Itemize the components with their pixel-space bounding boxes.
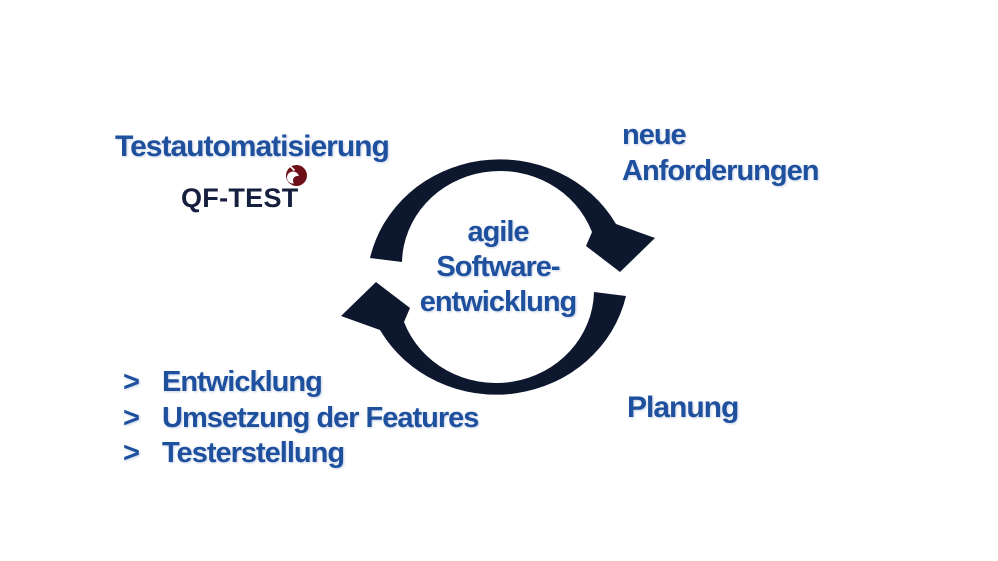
list-item: > Umsetzung der Features (123, 401, 479, 438)
logo-mark-notch (289, 165, 296, 172)
qf-test-logo: QF-TEST (181, 162, 311, 213)
new-requirements-line1: neue (622, 119, 687, 151)
center-line3: entwicklung (419, 286, 578, 318)
list-item-label: Testerstellung (162, 437, 345, 469)
planung-label: Planung (627, 391, 739, 424)
cycle-arrow-bottom (341, 282, 626, 395)
list-bullet: > (123, 366, 140, 398)
qf-test-logo-text: QF-TEST (181, 183, 299, 213)
testautomatisierung-label: Testautomatisierung (115, 130, 390, 163)
cycle-arrow-top (370, 159, 655, 272)
list-item: > Testerstellung (123, 437, 478, 473)
new-requirements-label: neue Anforderungen (622, 117, 819, 189)
list-item-label: Umsetzung der Features (162, 401, 479, 434)
list-bullet: > (123, 437, 140, 469)
center-line1: agile (467, 216, 529, 248)
logo-mark-swirl-red (292, 175, 303, 186)
new-requirements-line2: Anforderungen (622, 155, 819, 187)
cycle-arrows-icon (341, 159, 655, 395)
list-item: > Entwicklung (123, 366, 478, 402)
list-item-label: Entwicklung (162, 366, 323, 398)
qf-test-logo-mark-icon (286, 165, 307, 186)
cycle-center-label: agile Software- entwicklung (388, 215, 608, 320)
dev-list: > Entwicklung > Umsetzung der Features >… (123, 366, 479, 473)
center-line2: Software- (436, 251, 560, 283)
list-bullet: > (123, 401, 140, 434)
